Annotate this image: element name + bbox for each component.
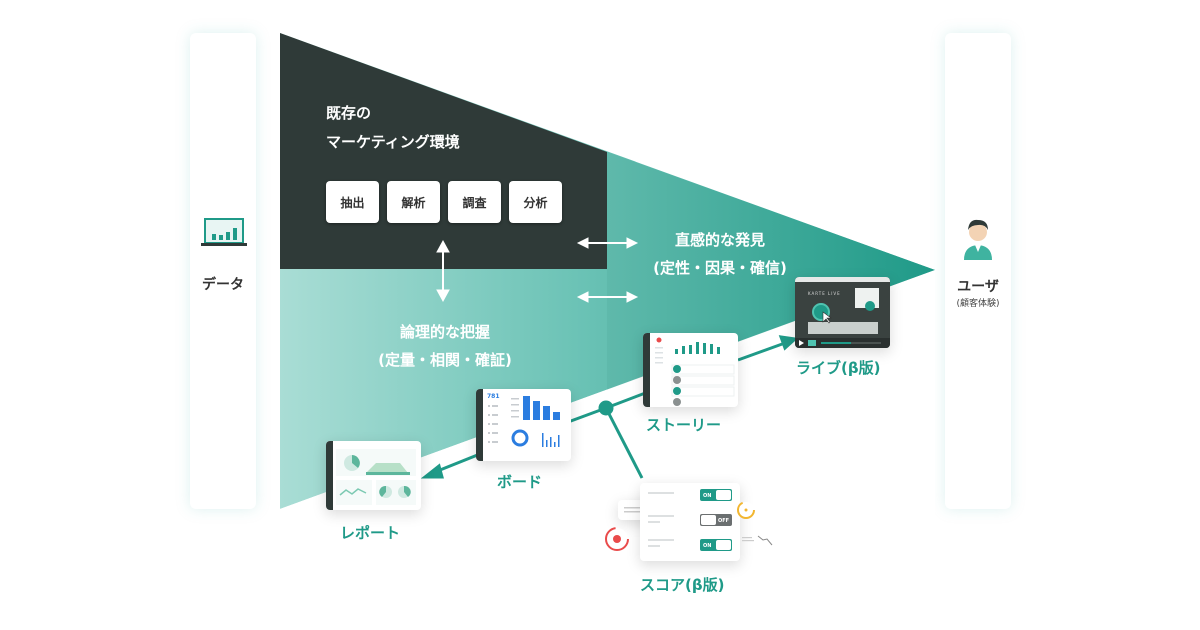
intuitive-title: 直感的な発見 xyxy=(674,231,765,249)
score-card: ON OFF ON xyxy=(600,480,780,561)
board-number: 781 xyxy=(487,393,500,400)
score-red-gauge-icon xyxy=(605,527,629,551)
report-charts xyxy=(336,449,416,505)
card-spine xyxy=(326,441,333,510)
story-charts xyxy=(655,337,735,406)
user-avatar-icon xyxy=(958,212,998,262)
arrow-to-report xyxy=(420,463,444,479)
card-spine xyxy=(476,389,483,461)
story-card xyxy=(643,333,738,407)
report-card xyxy=(326,441,421,510)
toggle-on-label-2: ON xyxy=(703,543,712,549)
score-trend-down-icon xyxy=(742,535,773,546)
score-main-card: ON OFF ON xyxy=(640,483,740,561)
flow-junction xyxy=(598,400,614,416)
intuitive-subtitle: (定性・因果・確信) xyxy=(653,259,787,277)
live-title: KARTE LIVE xyxy=(808,291,841,296)
method-extract: 抽出 xyxy=(326,181,379,223)
data-panel xyxy=(190,33,256,509)
toggle-on-label-1: ON xyxy=(703,493,712,499)
method-analysis: 分析 xyxy=(509,181,562,223)
logical-subtitle: (定量・相関・確証) xyxy=(378,351,512,369)
board-card: 781 xyxy=(476,389,571,461)
arrow-to-live xyxy=(778,335,799,351)
horizontal-double-arrow-bottom xyxy=(576,291,639,303)
vertical-double-arrow xyxy=(436,239,450,303)
story-label: ストーリー xyxy=(646,416,722,434)
toggle-off-label: OFF xyxy=(718,518,730,524)
card-spine xyxy=(643,333,650,407)
report-label: レポート xyxy=(340,524,401,542)
live-screen xyxy=(795,288,890,348)
live-browser-bar xyxy=(795,277,890,282)
existing-title-line1: 既存の xyxy=(326,104,372,122)
user-panel xyxy=(945,33,1011,509)
existing-title-line2: マーケティング環境 xyxy=(326,133,460,151)
logical-title: 論理的な把握 xyxy=(399,323,490,341)
score-label: スコア(β版) xyxy=(640,576,725,594)
horizontal-double-arrow-top xyxy=(576,237,639,249)
live-card: KARTE LIVE xyxy=(795,277,890,348)
funnel-intuitive-area xyxy=(607,152,935,390)
method-analyze: 解析 xyxy=(387,181,440,223)
live-label: ライブ(β版) xyxy=(796,359,881,377)
user-label: ユーザ xyxy=(957,279,999,295)
method-research: 調査 xyxy=(448,181,501,223)
funnel-lower-white xyxy=(280,270,935,630)
board-charts xyxy=(488,396,560,447)
score-yellow-gauge-icon xyxy=(737,501,755,519)
user-sublabel: (顧客体験) xyxy=(956,299,1000,309)
laptop-chart-icon xyxy=(200,217,248,247)
board-label: ボード xyxy=(497,473,543,491)
data-label: データ xyxy=(202,277,244,293)
